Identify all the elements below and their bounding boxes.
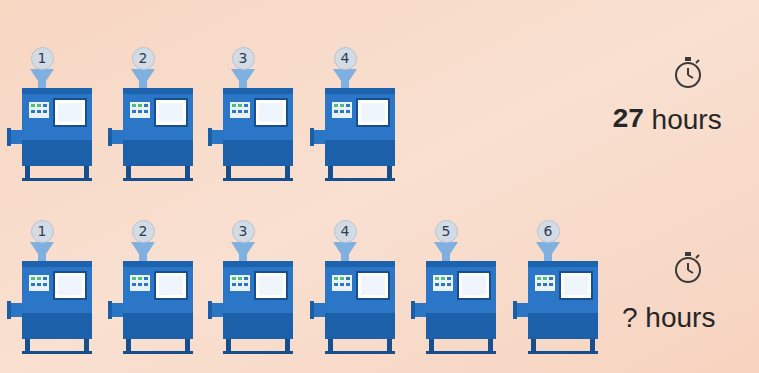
number-badge: 1 xyxy=(31,220,54,243)
machine-icon xyxy=(310,69,395,181)
callout-number: 2 xyxy=(139,223,148,239)
machine-icon xyxy=(7,242,92,354)
number-badge: 2 xyxy=(132,220,155,243)
callout-number: 1 xyxy=(38,50,47,66)
machine-icon xyxy=(108,69,193,181)
number-badge: 1 xyxy=(31,47,54,70)
machine-icon xyxy=(208,242,293,354)
number-badge: 4 xyxy=(334,220,357,243)
machine-icon xyxy=(310,242,395,354)
stopwatch-icon xyxy=(676,252,700,282)
number-badge: 3 xyxy=(232,47,255,70)
machine-icon xyxy=(7,69,92,181)
callout-number: 3 xyxy=(239,50,248,66)
callout-number: 1 xyxy=(38,223,47,239)
number-badge: 5 xyxy=(435,220,458,243)
stopwatch-icon xyxy=(676,57,700,87)
machine-icon xyxy=(208,69,293,181)
machine-icon xyxy=(108,242,193,354)
duration-unit: hours xyxy=(652,104,722,136)
callout-number: 4 xyxy=(341,223,350,239)
callout-number: 5 xyxy=(442,223,451,239)
number-badge: 4 xyxy=(334,47,357,70)
callout-number: 4 xyxy=(341,50,350,66)
machine-icon xyxy=(513,242,598,354)
callout-number: 6 xyxy=(544,223,553,239)
number-badge: 2 xyxy=(132,47,155,70)
number-badge: 3 xyxy=(232,220,255,243)
callout-number: 3 xyxy=(239,223,248,239)
machine-icon xyxy=(411,242,496,354)
unknown-duration: ? hours xyxy=(622,302,715,334)
callout-number: 2 xyxy=(139,50,148,66)
number-badge: 6 xyxy=(537,220,560,243)
duration-value: 27 xyxy=(612,104,644,136)
